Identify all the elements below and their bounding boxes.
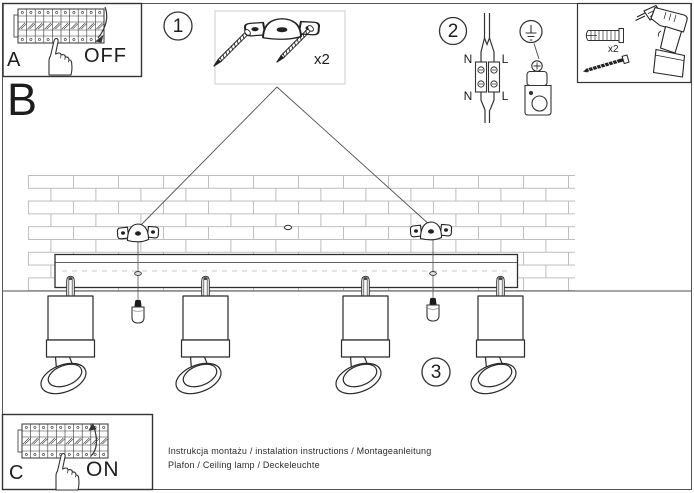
panel-a-box <box>2 2 143 78</box>
step-2-diagram <box>438 13 552 123</box>
wire-label-n-bottom: N <box>463 89 473 103</box>
drill-icon <box>635 4 688 78</box>
rail-pin <box>361 275 370 297</box>
wall-cable-hole <box>283 224 293 231</box>
footer-instructions-line: Instrukcja montażu / instalation instruc… <box>168 446 432 456</box>
rail-pin <box>66 275 75 297</box>
step-3-badge <box>421 357 451 387</box>
rail-pin <box>201 275 210 297</box>
panel-a-label: A <box>7 49 21 71</box>
wall-plug-icon <box>585 28 624 43</box>
bracket-quantity: x2 <box>314 51 330 68</box>
step-3-number: 3 <box>430 362 442 383</box>
arrow-down-icon <box>95 6 108 43</box>
tools-box <box>576 2 692 84</box>
mounting-screw-icon <box>583 54 630 73</box>
lamp-rail <box>54 253 519 289</box>
step-2-number: 2 <box>447 21 459 42</box>
ground-leader-line <box>533 43 540 60</box>
wire-label-n-top: N <box>463 52 473 66</box>
plug-quantity: x2 <box>608 44 619 55</box>
bracket-leader-lines <box>137 86 432 229</box>
panel-c-box <box>1 413 154 491</box>
step-1-badge <box>163 11 193 41</box>
rail-screw-hole <box>134 271 437 276</box>
terminal-block <box>474 61 501 93</box>
section-b-label: B <box>7 74 38 125</box>
wire-label-l-bottom: L <box>501 89 509 103</box>
step-1-number: 1 <box>172 16 184 37</box>
step-1-diagram <box>163 10 346 85</box>
switch-off-label: OFF <box>84 45 127 67</box>
footer-product-line: Plafon / Ceiling lamp / Deckeleuchte <box>168 460 320 470</box>
ground-symbol-icon <box>519 19 543 44</box>
step-2-badge <box>438 16 468 46</box>
supply-wires <box>480 13 495 123</box>
switch-on-label: ON <box>86 458 120 481</box>
wire-label-l-top: L <box>501 52 509 66</box>
circuit-breaker-icon <box>13 8 105 44</box>
screw-alignment-lines <box>137 239 434 299</box>
arrow-up-icon <box>88 423 97 457</box>
panel-c-label: C <box>9 462 24 484</box>
rail-pin <box>496 275 505 297</box>
ground-clamp-icon <box>524 60 552 116</box>
